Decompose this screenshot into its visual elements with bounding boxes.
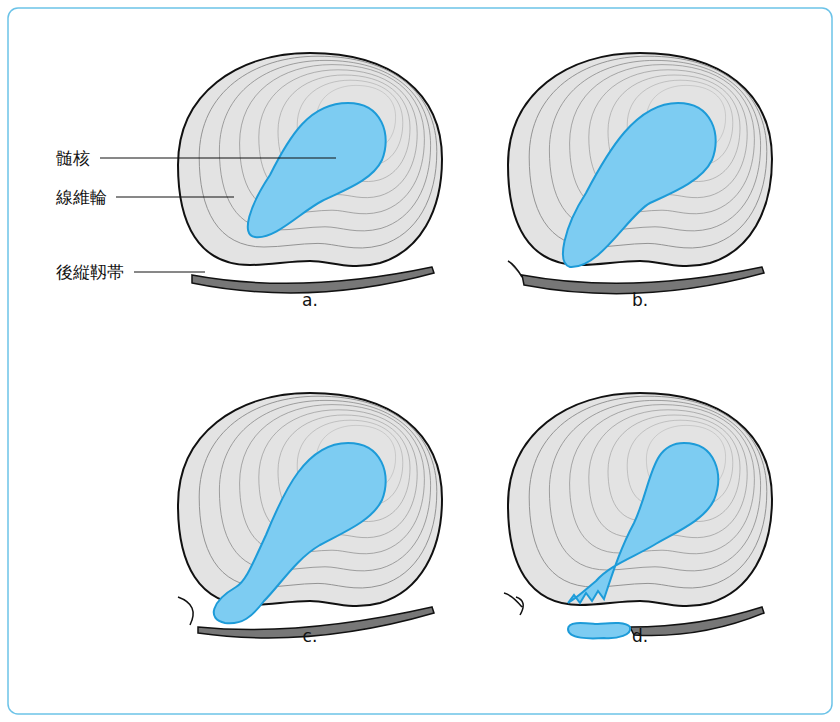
leader-line [116,197,234,198]
disc-a [178,53,442,293]
disc-d [504,393,772,638]
leader-line [100,158,336,159]
frame-border [8,8,832,714]
figure-letter: d. [632,626,648,646]
part-label: 後縦靱帯 [56,262,124,282]
disc-c [178,393,442,638]
disc-b [508,53,772,294]
figure-letter: a. [302,290,318,310]
figure-letter: b. [632,290,648,310]
leader-line [134,272,205,273]
part-label: 髄核 [56,148,90,168]
part-label: 線維輪 [56,187,107,207]
figure-letter: c. [303,626,318,646]
